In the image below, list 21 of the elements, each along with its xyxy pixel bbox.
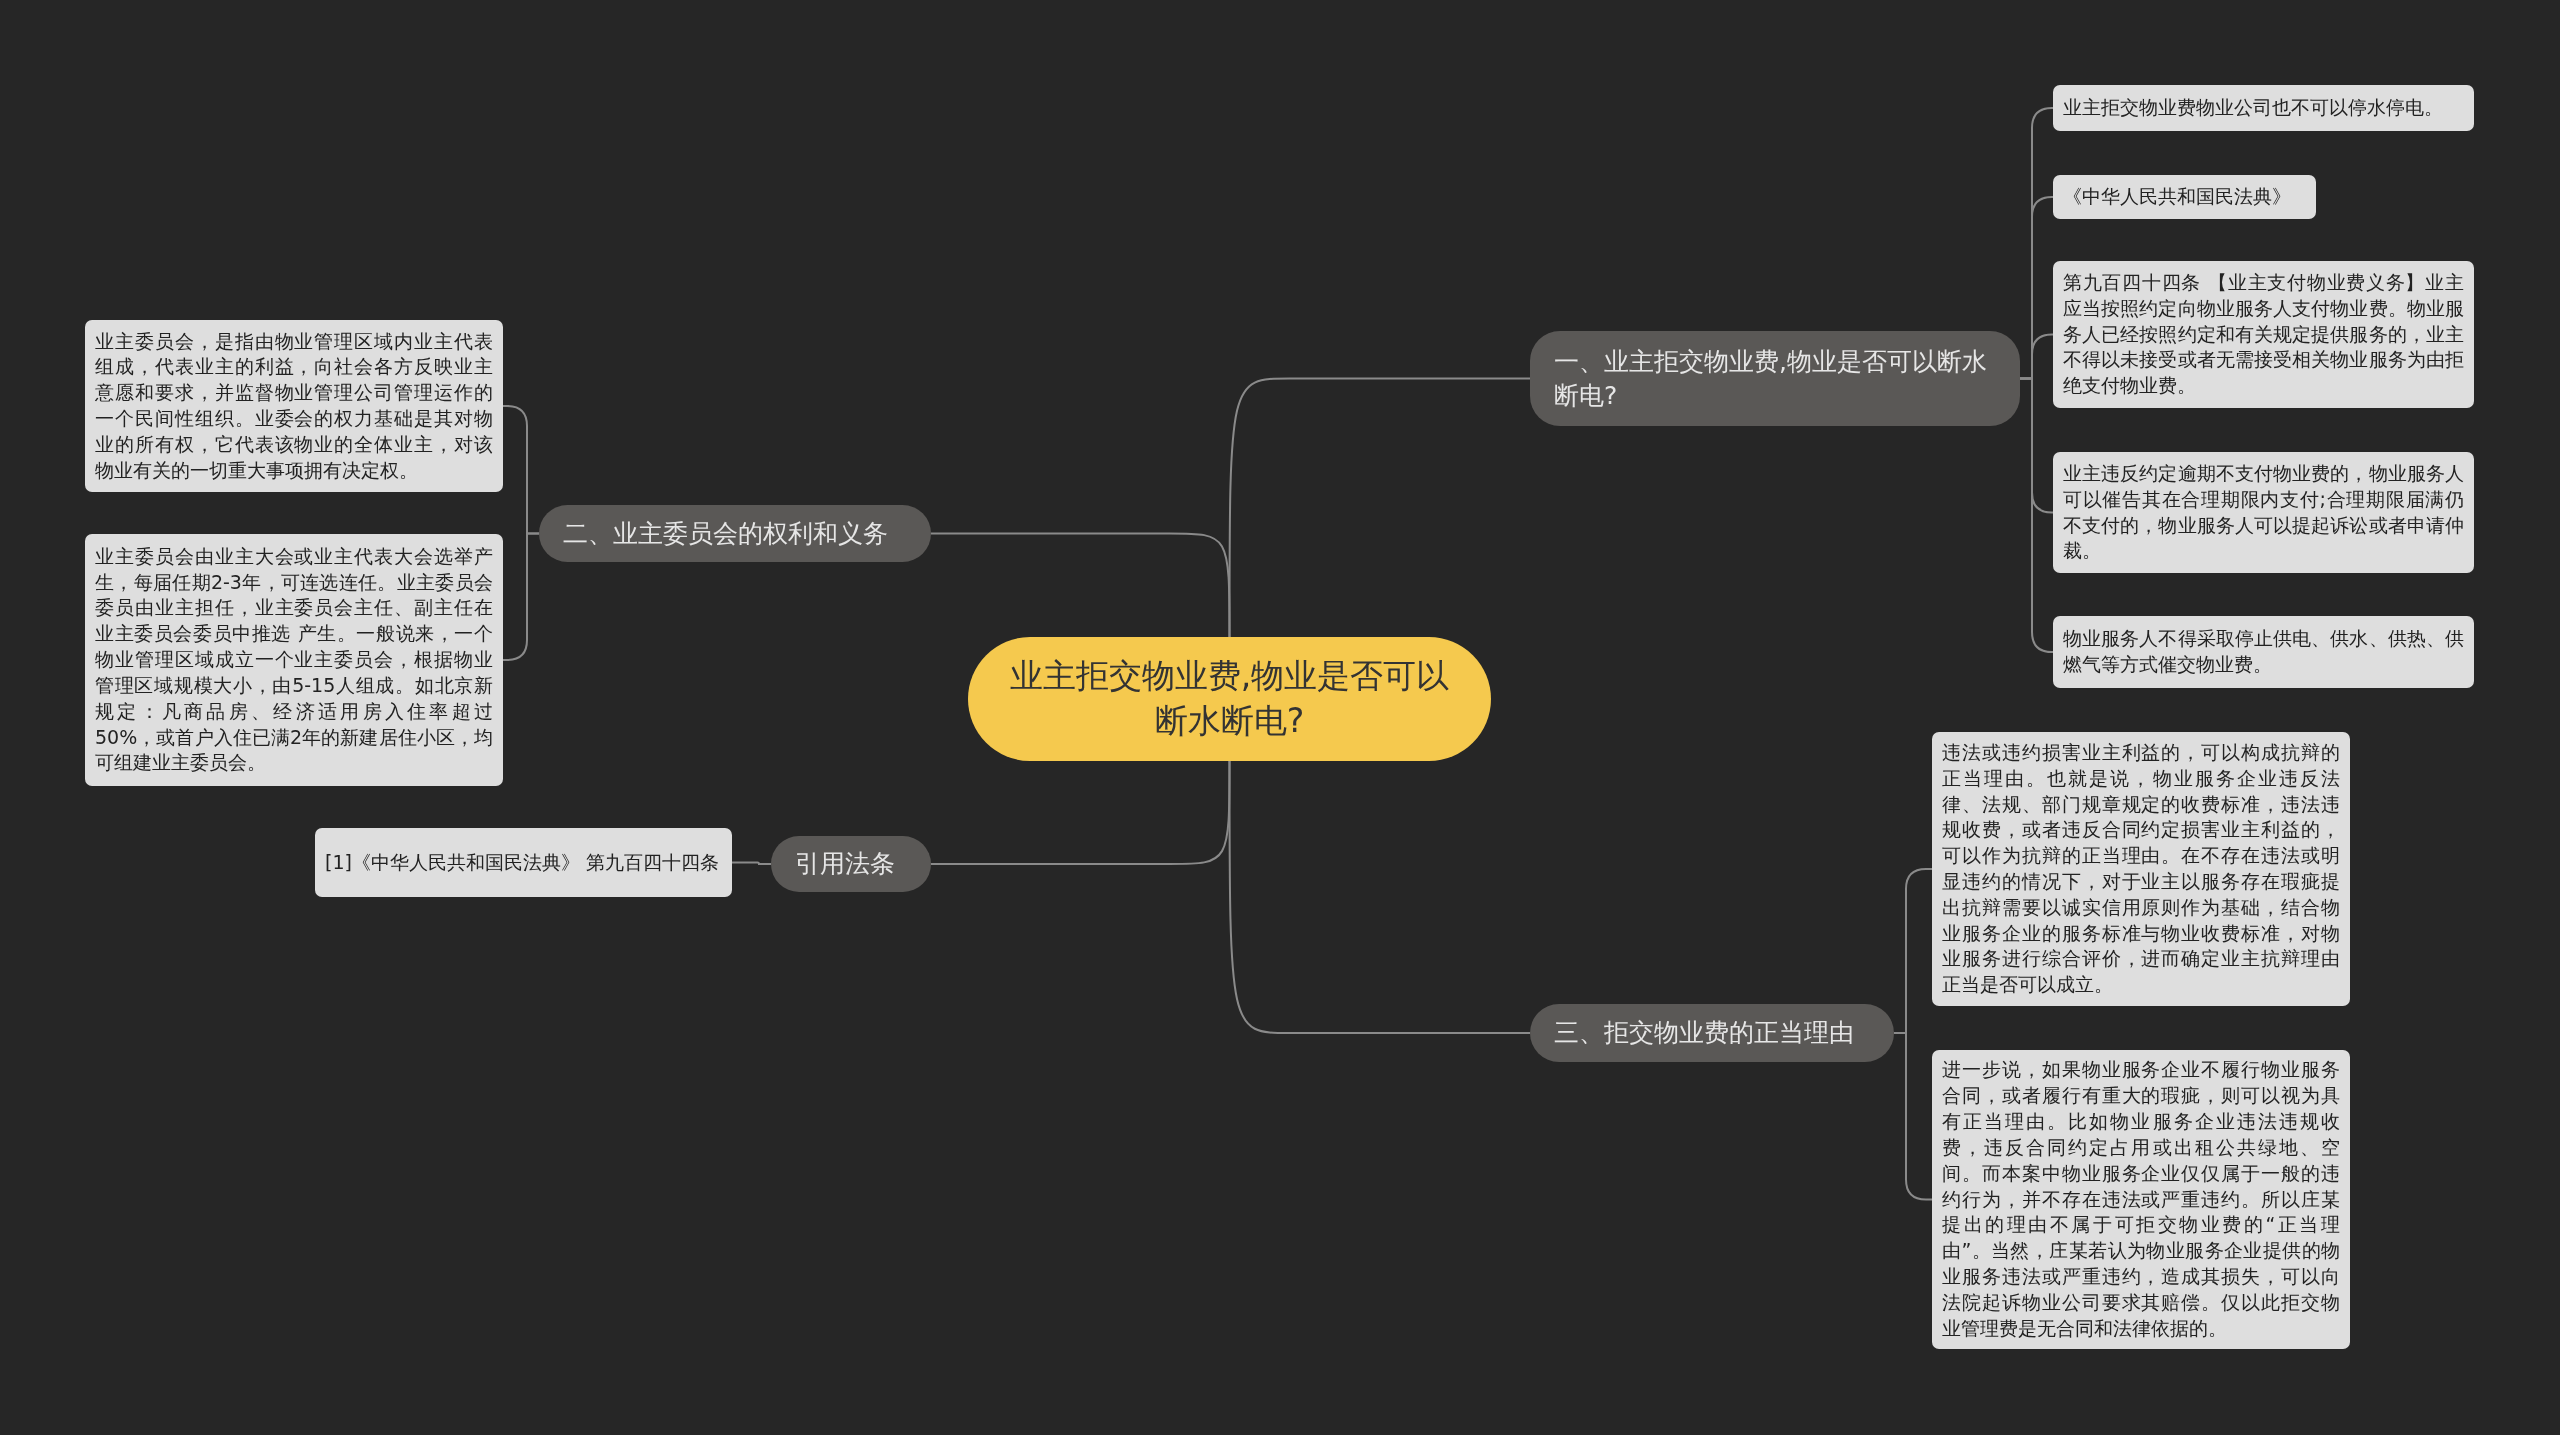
connector-line [930, 760, 1231, 865]
connector-line [1228, 377, 1531, 638]
note-card: 业主违反约定逾期不支付物业费的，物业服务人可以催告其在合理期限内支付;合理期限届满仍不支付的，物业服务人可以提起诉讼或者申请仲裁。 [2053, 452, 2474, 573]
note-card: 第九百四十四条 【业主支付物业费义务】业主应当按照约定向物业服务人支付物业费。物业服务人已经按照约定和有关规定提供服务的，业主不得以未接受或者无需接受相关物业服务为由拒绝支付物业费。 [2053, 261, 2474, 408]
note-card: 进一步说，如果物业服务企业不履行物业服务合同，或者履行有重大的瑕疵，则可以视为具有正当理由。比如物业服务企业违法违规收费，违反合同约定占用或出租公共绿地、空间。而本案中物业服务企业仅仅属于一般的违约行为，并不存在违法或严重违约。所以庄某提出的理由不属于可拒交物业费的“正当理由”。当然，庄某若认为物业服务企业提供的物业服务违法或严重违约，造成其损失，可以向法院起诉物业公司要求其赔偿。仅以此拒交物业管理费是无合同和法律依据的。 [1932, 1050, 2350, 1349]
central-topic: 业主拒交物业费,物业是否可以断水断电? [968, 637, 1491, 761]
connector-line [1228, 760, 1531, 1034]
note-card: 业主委员会由业主大会或业主代表大会选举产生，每届任期2-3年，可连选连任。业主委员会委员由业主担任，业主委员会主任、副主任在业主委员会委员中推选 产生。一般说来，一个物业管理区域成立一个业主委员会，根据物业管理区域规模大小，由5-15人组成。如北京新规定：凡商品房、经济适用房入住率超过50%，或首户入住已满2年的新建居住小区，均可组建业主委员会。 [85, 534, 503, 786]
note-card: [1]《中华人民共和国民法典》 第九百四十四条 [315, 828, 732, 897]
topic-box: 二、业主委员会的权利和义务 [539, 505, 931, 562]
note-card: 业主拒交物业费物业公司也不可以停水停电。 [2053, 85, 2474, 131]
connector-line [731, 861, 772, 865]
note-card: 物业服务人不得采取停止供电、供水、供热、供燃气等方式催交物业费。 [2053, 616, 2474, 688]
note-card: 业主委员会，是指由物业管理区域内业主代表组成，代表业主的利益，向社会各方反映业主意愿和要求，并监督物业管理公司管理运作的一个民间性组织。业委会的权力基础是其对物业的所有权，它代表该物业的全体业主，对该物业有关的一切重大事项拥有决定权。 [85, 320, 503, 492]
topic-box: 引用法条 [771, 836, 931, 892]
connector-line [2019, 377, 2054, 653]
note-card: 违法或违约损害业主利益的，可以构成抗辩的正当理由。也就是说，物业服务企业违反法律、法规、部门规章规定的收费标准，违法违规收费，或者违反合同约定损害业主利益的，可以作为抗辩的正当理由。在不存在违法或明显违约的情况下，对于业主以服务存在瑕疵提出抗辩需要以诚实信用原则作为基础，结合物业服务企业的服务标准与物业收费标准，对物业服务进行综合评价，进而确定业主抗辩理由正当是否可以成立。 [1932, 732, 2350, 1006]
note-card: 《中华人民共和国民法典》 [2053, 175, 2316, 219]
topic-box: 三、拒交物业费的正当理由 [1530, 1004, 1894, 1062]
connector-line [930, 532, 1231, 638]
topic-box: 一、业主拒交物业费,物业是否可以断水断电? [1530, 331, 2020, 426]
